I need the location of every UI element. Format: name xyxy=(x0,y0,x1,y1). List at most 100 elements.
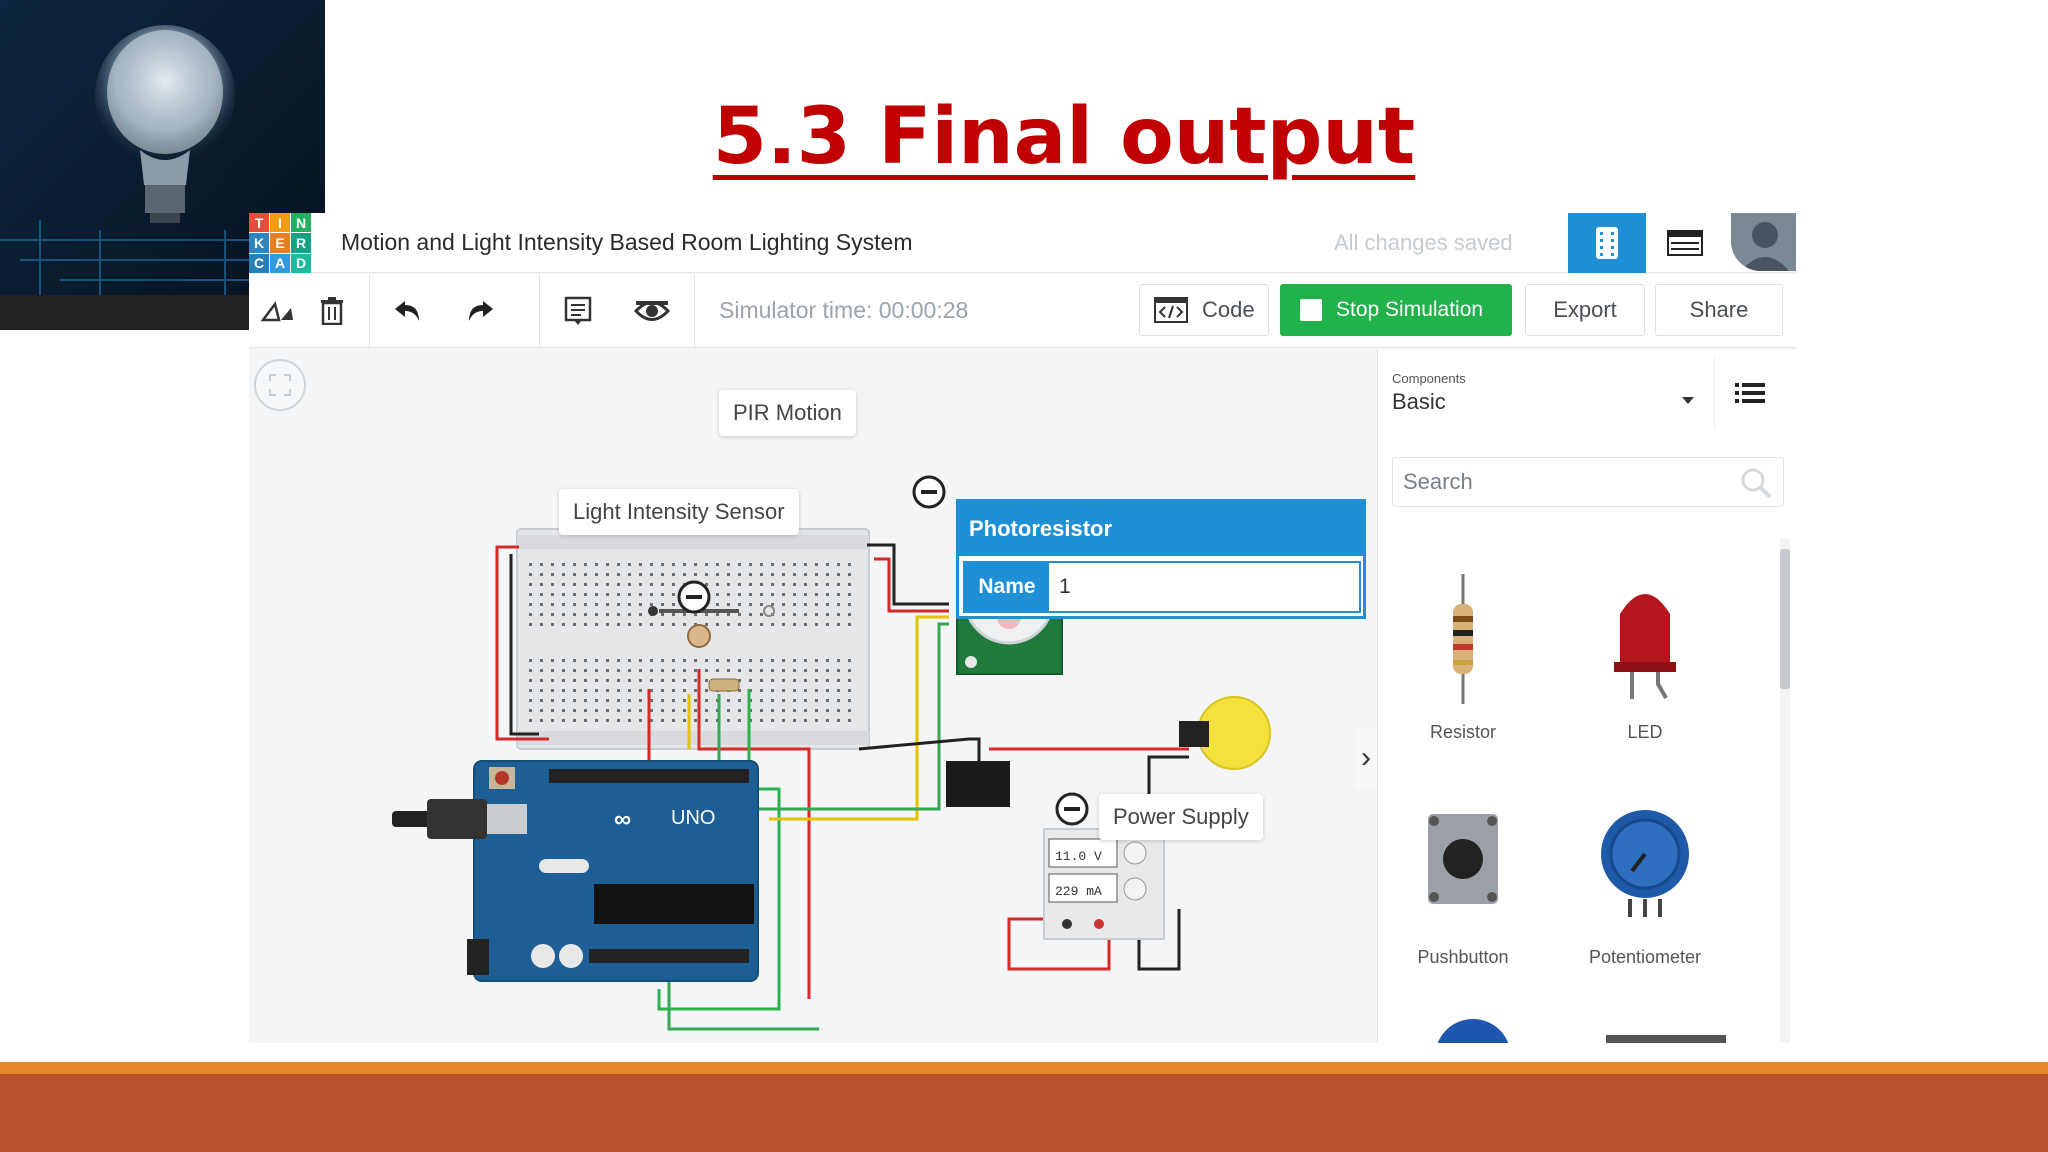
chevron-right-icon: › xyxy=(1361,741,1371,774)
component-partial[interactable] xyxy=(1606,1035,1726,1043)
component-partial[interactable] xyxy=(1435,1019,1511,1043)
list-icon xyxy=(1734,383,1765,403)
potentiometer-icon xyxy=(1601,810,1689,917)
logo-letter: N xyxy=(291,213,311,233)
search-box xyxy=(1392,457,1784,507)
property-panel-header: Photoresistor xyxy=(959,502,1363,556)
logo-letter: E xyxy=(270,233,290,253)
sidebar-scrollbar[interactable] xyxy=(1780,539,1790,1043)
fit-view-button[interactable] xyxy=(254,359,306,411)
usb-cable xyxy=(392,799,527,839)
caret-down-icon xyxy=(1682,397,1694,404)
breadboard[interactable] xyxy=(516,528,870,750)
wires xyxy=(495,543,1189,1031)
delete-button[interactable] xyxy=(313,292,351,330)
logo-letter: R xyxy=(291,233,311,253)
circuit-drawing: ∞ UNO xyxy=(392,475,1271,1031)
code-button-label: Code xyxy=(1202,297,1255,322)
eye-icon xyxy=(634,301,670,321)
schematic-icon xyxy=(1667,230,1703,256)
name-field-label: Name xyxy=(965,563,1049,611)
property-panel: Photoresistor Name 1 xyxy=(956,499,1366,619)
pushbutton-icon xyxy=(1428,814,1498,904)
relay-module[interactable] xyxy=(946,761,1010,807)
component-label: LED xyxy=(1627,722,1663,742)
pir-motion-label: PIR Motion xyxy=(719,390,856,436)
components-dropdown-label: Components xyxy=(1392,371,1466,386)
arduino-model-label: UNO xyxy=(671,807,715,829)
visibility-button[interactable] xyxy=(633,292,671,330)
tinkercad-window: T I N K E R C A D Motion and Light Inten… xyxy=(249,213,1796,1043)
notes-icon xyxy=(564,296,592,325)
power-supply[interactable]: 11.0 V 229 mA xyxy=(1043,828,1165,940)
share-button[interactable]: Share xyxy=(1655,284,1783,336)
minus-icon[interactable] xyxy=(912,475,946,509)
light-bulb[interactable] xyxy=(1179,696,1271,770)
stop-simulation-button[interactable]: Stop Simulation xyxy=(1280,284,1512,336)
search-icon[interactable] xyxy=(1739,466,1773,500)
resistor-icon xyxy=(1453,574,1473,704)
component-resistor[interactable]: Resistor xyxy=(1378,574,1548,754)
logo-letter: K xyxy=(249,233,269,253)
rotate-icon xyxy=(261,301,293,322)
footer-accent-line xyxy=(0,1062,2048,1074)
components-sidebar: Components Basic xyxy=(1377,349,1796,1043)
redo-button[interactable] xyxy=(461,292,499,330)
undo-icon xyxy=(395,301,419,321)
name-field-row: Name 1 xyxy=(963,561,1361,613)
component-label: Pushbutton xyxy=(1417,947,1509,967)
components-dropdown[interactable]: Components Basic xyxy=(1392,357,1696,429)
power-supply-label: Power Supply xyxy=(1099,794,1263,840)
breadboard-icon xyxy=(1596,227,1618,259)
toolbar-divider xyxy=(539,274,540,348)
scrollbar-thumb[interactable] xyxy=(1780,549,1790,689)
slide-title: 5.3 Final output xyxy=(712,92,1416,182)
logo-letter: A xyxy=(270,253,290,273)
list-view-button[interactable] xyxy=(1714,357,1784,429)
project-title[interactable]: Motion and Light Intensity Based Room Li… xyxy=(341,229,913,255)
svg-text:∞: ∞ xyxy=(614,806,631,833)
search-input[interactable] xyxy=(1393,458,1733,506)
rotate-button[interactable] xyxy=(259,292,297,330)
arduino-uno[interactable]: ∞ UNO xyxy=(467,760,759,982)
power-voltage-readout: 11.0 V xyxy=(1055,849,1102,864)
light-intensity-sensor-label: Light Intensity Sensor xyxy=(559,489,799,535)
code-button[interactable]: Code xyxy=(1139,284,1269,336)
logo-letter: T xyxy=(249,213,269,233)
circuit-view-button[interactable] xyxy=(1568,213,1646,273)
user-avatar[interactable] xyxy=(1731,213,1796,271)
name-field[interactable]: 1 xyxy=(1049,563,1359,611)
bulb-image xyxy=(0,0,325,330)
component-pushbutton[interactable]: Pushbutton xyxy=(1378,799,1548,979)
power-current-readout: 229 mA xyxy=(1055,884,1102,899)
minus-icon[interactable] xyxy=(677,580,711,614)
component-label: Potentiometer xyxy=(1588,947,1702,967)
toolbar-divider xyxy=(694,274,695,348)
redo-icon xyxy=(469,301,493,321)
led-icon xyxy=(1614,594,1676,699)
stop-simulation-label: Stop Simulation xyxy=(1336,298,1484,321)
logo-letter: D xyxy=(291,253,311,273)
footer-bar xyxy=(0,1074,2048,1152)
component-led[interactable]: LED xyxy=(1560,574,1730,754)
notes-button[interactable] xyxy=(559,292,597,330)
stop-icon xyxy=(1300,299,1322,321)
save-status: All changes saved xyxy=(1334,230,1513,255)
toolbar: Simulator time: 00:00:28 Code Stop Simul… xyxy=(249,274,1796,348)
minus-icon[interactable] xyxy=(1055,792,1089,826)
export-button[interactable]: Export xyxy=(1525,284,1645,336)
tinkercad-logo[interactable]: T I N K E R C A D xyxy=(249,213,311,273)
title-bar: T I N K E R C A D Motion and Light Inten… xyxy=(249,213,1796,273)
sidebar-toggle-button[interactable]: › xyxy=(1355,727,1377,789)
undo-button[interactable] xyxy=(389,292,427,330)
component-potentiometer[interactable]: Potentiometer xyxy=(1560,799,1730,979)
component-label: Resistor xyxy=(1429,722,1496,742)
logo-letter: I xyxy=(270,213,290,233)
circuit-canvas[interactable]: ∞ UNO xyxy=(249,349,1377,1043)
schematic-view-button[interactable] xyxy=(1646,213,1724,273)
components-dropdown-value: Basic xyxy=(1392,389,1446,414)
resistor[interactable] xyxy=(708,678,740,692)
code-icon xyxy=(1154,297,1188,323)
fit-view-icon xyxy=(269,374,291,396)
